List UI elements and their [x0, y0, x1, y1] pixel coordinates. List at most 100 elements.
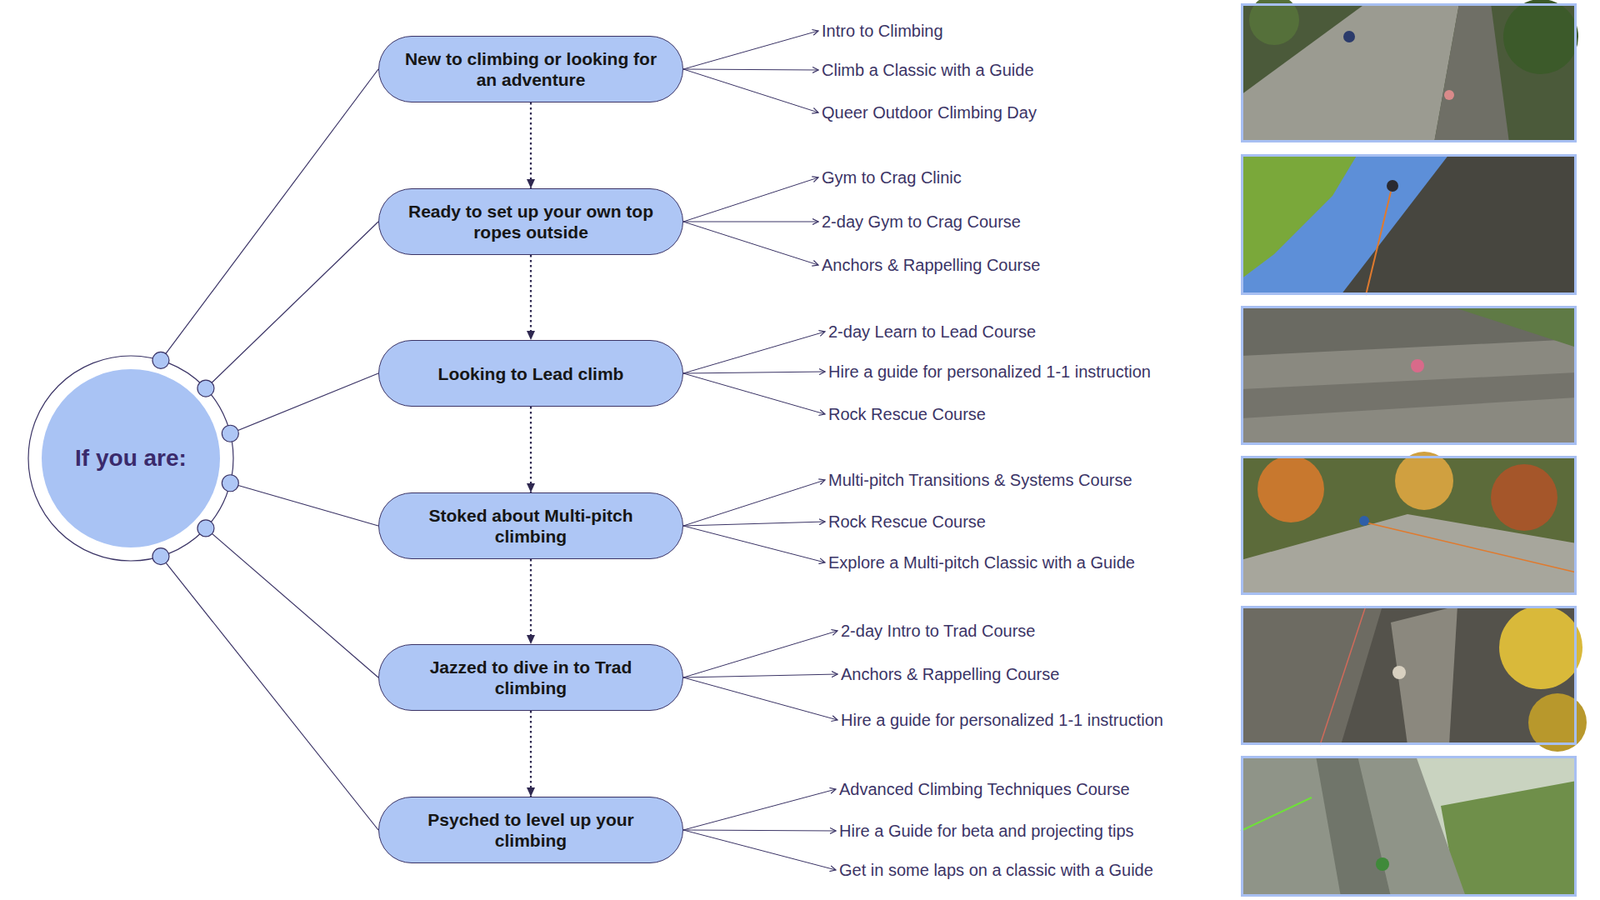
rock-face [1240, 605, 1383, 745]
course-option: Rock Rescue Course [828, 510, 986, 533]
branch-line [205, 528, 379, 678]
tree-foliage [1503, 0, 1579, 75]
progression-arrow [530, 102, 532, 189]
rope [1320, 605, 1366, 745]
course-option: Explore a Multi-pitch Classic with a Gui… [828, 551, 1135, 574]
course-option: Anchors & Rappelling Course [840, 663, 1060, 685]
climber [1392, 665, 1406, 680]
outer-ring [28, 355, 234, 561]
stage-pill: Looking to Lead climb [378, 340, 684, 407]
stage-label: Jazzed to dive in to Trad climbing [397, 656, 665, 699]
leader-line [683, 830, 836, 870]
climbing-photo [1240, 154, 1577, 295]
course-option: Hire a Guide for beta and projecting tip… [839, 820, 1135, 842]
stage-label: Psyched to level up your climbing [397, 809, 665, 851]
ring-knob [221, 425, 239, 442]
photo-frame [1242, 607, 1576, 745]
rope [1240, 797, 1312, 831]
climbing-photo [1240, 451, 1577, 595]
climbing-photo [1240, 305, 1577, 445]
course-option: Intro to Climbing [821, 20, 944, 42]
course-option: Hire a guide for personalized 1-1 instru… [828, 360, 1151, 383]
rope [1365, 191, 1391, 295]
climbing-photo [1240, 605, 1587, 752]
course-option: 2-day Learn to Lead Course [828, 320, 1036, 343]
leader-line [683, 525, 825, 563]
tree-foliage [1449, 305, 1577, 348]
leader-line [683, 630, 838, 678]
leader-line [683, 789, 836, 830]
stage-pill: Jazzed to dive in to Trad climbing [378, 644, 684, 711]
photo-frame [1242, 757, 1576, 896]
course-option: Get in some laps on a classic with a Gui… [839, 859, 1154, 881]
branch-line [230, 483, 379, 526]
leader-line [683, 373, 825, 415]
photo-frame [1242, 457, 1576, 595]
autumn-foliage [1395, 451, 1454, 510]
climbing-photo [1240, 755, 1577, 897]
ring-knob [152, 351, 170, 369]
course-option: Climb a Classic with a Guide [821, 59, 1035, 81]
rock-face [1240, 755, 1466, 897]
rock-slab [1240, 514, 1577, 595]
rock-face [1390, 605, 1458, 745]
rock-face [1340, 154, 1577, 295]
course-option: Gym to Crag Clinic [821, 166, 962, 189]
ring-knob [197, 520, 215, 537]
valley-forest [1440, 780, 1577, 897]
branch-line [205, 221, 379, 389]
course-option: Rock Rescue Course [828, 403, 986, 425]
autumn-foliage [1257, 455, 1325, 523]
climber [1410, 359, 1425, 373]
course-option: 2-day Intro to Trad Course [840, 620, 1035, 642]
climber [1386, 180, 1399, 192]
climbing-photo [1240, 0, 1579, 143]
branch-line [160, 556, 379, 830]
stage-label: Looking to Lead climb [438, 363, 625, 385]
stage-label: New to climbing or looking for an advent… [397, 48, 665, 90]
progression-arrow [530, 255, 532, 340]
ring-knob [221, 475, 239, 492]
course-option: Hire a guide for personalized 1-1 instru… [840, 709, 1164, 731]
progression-arrow [530, 710, 532, 797]
leader-line [683, 177, 819, 222]
course-option: Advanced Climbing Techniques Course [839, 778, 1130, 800]
leader-line [683, 221, 819, 223]
photo-frame [1242, 307, 1576, 445]
branch-line [230, 373, 379, 434]
course-option: Anchors & Rappelling Course [821, 254, 1040, 276]
stage-label: Stoked about Multi-pitch climbing [397, 505, 665, 547]
ring-knob [197, 380, 215, 397]
photo-background [1240, 305, 1577, 445]
inner-disc [41, 369, 220, 548]
photo-frame [1242, 5, 1576, 142]
leader-line [683, 30, 819, 70]
tree-foliage [1249, 0, 1300, 45]
photo-background [1240, 154, 1577, 295]
leader-line [683, 69, 819, 113]
circle-heading: If you are: [75, 445, 187, 472]
leader-line [683, 371, 825, 374]
climber [1359, 515, 1370, 526]
autumn-foliage [1490, 464, 1558, 531]
rock-strata [1240, 305, 1577, 356]
rock-strata [1240, 372, 1577, 419]
rock-shadow [1315, 755, 1391, 897]
leader-line [683, 480, 825, 526]
branch-line [160, 69, 379, 360]
photo-background [1240, 755, 1577, 897]
leader-line [683, 331, 825, 374]
rock-shadow [1434, 3, 1510, 143]
tree-foliage [1240, 154, 1358, 280]
leader-line [683, 521, 825, 526]
leader-line [683, 69, 819, 70]
leader-line [683, 221, 819, 265]
ring-knob [152, 548, 170, 565]
stage-pill: Psyched to level up your climbing [378, 796, 684, 864]
stage-label: Ready to set up your own top ropes outsi… [397, 200, 665, 243]
course-option: 2-day Gym to Crag Course [821, 210, 1021, 233]
photo-frame [1242, 155, 1576, 295]
